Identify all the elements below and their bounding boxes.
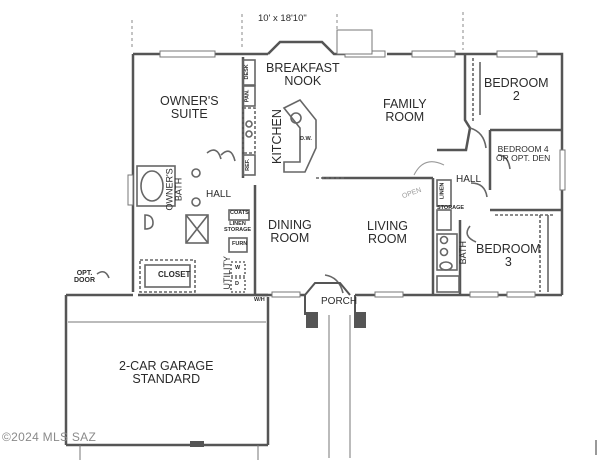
room-label-breakfast-nook: BREAKFAST NOOK xyxy=(266,61,340,89)
living-room-line2: ROOM xyxy=(368,232,407,247)
opt-door-line2: DOOR xyxy=(74,277,95,285)
room-label-owners-suite: OWNER'S SUITE xyxy=(160,94,219,122)
fixture-desk: DESK xyxy=(243,64,250,80)
room-label-family-room: FAMILY ROOM xyxy=(383,97,427,125)
garage-line2: STANDARD xyxy=(132,372,201,387)
room-label-utility: UTILITY xyxy=(222,255,233,290)
room-label-closet: CLOSET xyxy=(158,270,191,279)
fixture-dryer: D xyxy=(235,281,239,287)
bedroom3-line1: BEDROOM xyxy=(476,242,541,256)
room-label-owners-bath: OWNER'S BATH xyxy=(165,168,185,210)
fixture-dishwasher: D.W. xyxy=(300,136,312,142)
owners-suite-line2: SUITE xyxy=(170,107,208,122)
porch-column-right xyxy=(354,312,366,328)
fixture-storage: STORAGE xyxy=(437,205,465,211)
mls-watermark: ©2024 MLS SAZ xyxy=(2,430,97,444)
room-label-garage: 2-CAR GARAGE STANDARD xyxy=(119,359,214,387)
label-optional-door: OPT. DOOR xyxy=(74,270,95,285)
living-room-line1: LIVING xyxy=(367,219,408,233)
owners-suite-line1: OWNER'S xyxy=(160,94,219,108)
room-label-bedroom-2: BEDROOM 2 xyxy=(484,76,549,104)
linen-storage-line1: LINEN xyxy=(229,221,246,227)
bedroom2-line1: BEDROOM xyxy=(484,76,549,90)
porch-column-left xyxy=(306,312,318,328)
bedroom2-line2: 2 xyxy=(512,89,520,104)
family-room-line1: FAMILY xyxy=(383,97,427,111)
fixture-refrigerator: REF. xyxy=(245,158,252,171)
fixture-water-heater: W/H xyxy=(254,297,265,303)
linen-storage-line2: STORAGE xyxy=(224,226,252,233)
dining-room-line2: ROOM xyxy=(270,231,310,246)
dining-room-line1: DINING xyxy=(268,218,312,232)
room-label-bedroom-4-den: BEDROOM 4 OR OPT. DEN xyxy=(496,145,550,163)
breakfast-nook-line2: NOOK xyxy=(284,74,322,89)
room-label-porch: PORCH xyxy=(321,296,358,307)
room-label-kitchen: KITCHEN xyxy=(269,109,284,164)
room-label-bedroom-3: BEDROOM 3 xyxy=(476,242,541,270)
fixture-furnace: FURN xyxy=(232,241,248,247)
bay-dimension-note: 10' x 18'10" xyxy=(258,13,307,24)
breakfast-nook-line1: BREAKFAST xyxy=(266,61,340,75)
fixture-coats: COATS xyxy=(230,210,249,216)
room-label-hall-left: HALL xyxy=(206,189,232,200)
owners-bath-line2: BATH xyxy=(174,177,185,202)
garage-line1: 2-CAR GARAGE xyxy=(119,359,214,373)
family-room-line2: ROOM xyxy=(385,110,425,125)
opt-door-line1: OPT. xyxy=(76,270,93,277)
bedroom4-line2: OR OPT. DEN xyxy=(496,152,551,163)
room-label-living-room: LIVING ROOM xyxy=(367,219,408,247)
bedroom3-line2: 3 xyxy=(504,255,512,270)
fixture-linen: LINEN xyxy=(439,182,446,200)
fixture-washer: W xyxy=(235,265,241,271)
room-label-hall-right: HALL xyxy=(456,174,482,185)
room-label-bath: BATH xyxy=(457,241,468,265)
bedroom4-line1: BEDROOM 4 xyxy=(497,144,549,154)
fixture-linen-storage: LINEN STORAGE xyxy=(224,221,252,234)
fixture-pantry: PAN. xyxy=(244,89,251,103)
room-label-dining-room: DINING ROOM xyxy=(268,218,312,246)
